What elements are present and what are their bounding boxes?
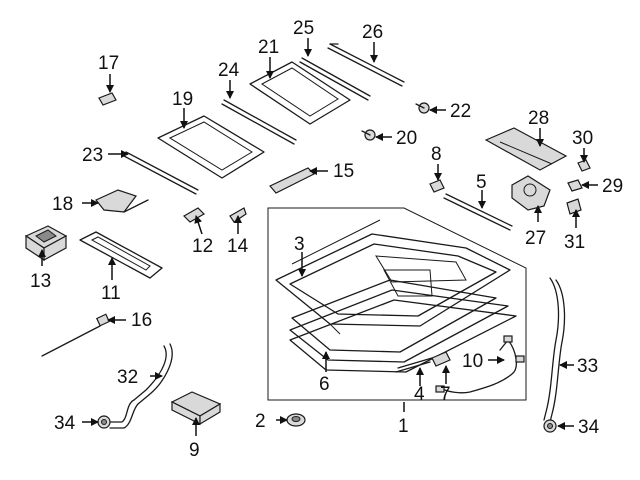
callout-31: 31 <box>564 232 585 253</box>
part-16-cable <box>41 313 111 357</box>
callout-29: 29 <box>602 176 623 197</box>
callout-15: 15 <box>333 161 354 182</box>
part-27-motor <box>511 175 551 211</box>
part-18-bracket <box>95 189 149 213</box>
part-33-hose <box>543 277 566 423</box>
callout-9: 9 <box>189 440 200 461</box>
callout-20: 20 <box>396 128 417 149</box>
callout-5: 5 <box>476 172 487 193</box>
callout-30: 30 <box>572 128 593 149</box>
part-28-cover <box>484 127 568 171</box>
part-10-harness <box>435 335 525 394</box>
part-21-glass <box>249 61 351 125</box>
part-15-bar <box>269 167 316 194</box>
callout-23: 23 <box>82 145 103 166</box>
callout-27: 27 <box>525 228 546 249</box>
part-2-drain <box>286 413 306 427</box>
part-20-bolt <box>361 129 376 141</box>
part-26-rail <box>327 43 405 87</box>
part-23-strip <box>123 151 199 195</box>
part-19-glass <box>157 115 265 179</box>
part-1-assembly-outline <box>267 207 527 401</box>
callout-2: 2 <box>255 411 266 432</box>
part-25-rail <box>299 57 371 101</box>
callout-33: 33 <box>577 356 598 377</box>
part-31-clip <box>566 198 582 215</box>
callout-28: 28 <box>528 108 549 129</box>
callout-11: 11 <box>101 283 121 304</box>
leader-lines <box>38 38 598 436</box>
callout-4: 4 <box>414 384 425 405</box>
part-22-bolt <box>415 102 430 114</box>
callout-6: 6 <box>319 374 330 395</box>
callout-17: 17 <box>98 53 119 74</box>
part-11-tray <box>79 231 163 279</box>
part-3-frame <box>275 219 511 335</box>
callout-13: 13 <box>30 271 51 292</box>
part-13-module <box>24 225 68 262</box>
callout-24: 24 <box>218 60 240 81</box>
callout-7: 7 <box>440 384 451 405</box>
part-7-bracket <box>431 351 451 367</box>
callout-14: 14 <box>227 236 249 257</box>
callout-18: 18 <box>52 194 73 215</box>
part-5-rail <box>443 193 513 231</box>
part-6-seal <box>289 279 517 373</box>
callout-3: 3 <box>294 234 305 255</box>
callout-22: 22 <box>450 101 471 122</box>
part-24-strip <box>221 99 297 145</box>
part-4-strip <box>395 357 433 373</box>
callout-26: 26 <box>362 22 383 43</box>
callout-8: 8 <box>431 144 442 165</box>
part-8-block <box>429 179 445 193</box>
part-32-hose <box>109 343 173 429</box>
part-29-clip <box>567 179 583 192</box>
part-34-fitting-left <box>97 415 111 429</box>
callout-21: 21 <box>258 37 279 58</box>
callout-16: 16 <box>131 310 152 331</box>
callout-34-left: 34 <box>54 413 76 434</box>
callout-10: 10 <box>462 351 483 372</box>
part-12-clip <box>183 207 205 223</box>
callout-32: 32 <box>117 367 138 388</box>
callout-labels: 1 2 3 4 5 6 7 8 9 10 11 12 13 14 15 16 1… <box>30 18 623 461</box>
callout-34-right: 34 <box>578 417 600 438</box>
callout-19: 19 <box>172 89 193 110</box>
callout-25: 25 <box>293 18 314 39</box>
part-17-clip <box>98 92 117 106</box>
callout-12: 12 <box>192 236 213 257</box>
part-34-fitting-right <box>543 419 557 433</box>
callout-1: 1 <box>398 416 409 437</box>
